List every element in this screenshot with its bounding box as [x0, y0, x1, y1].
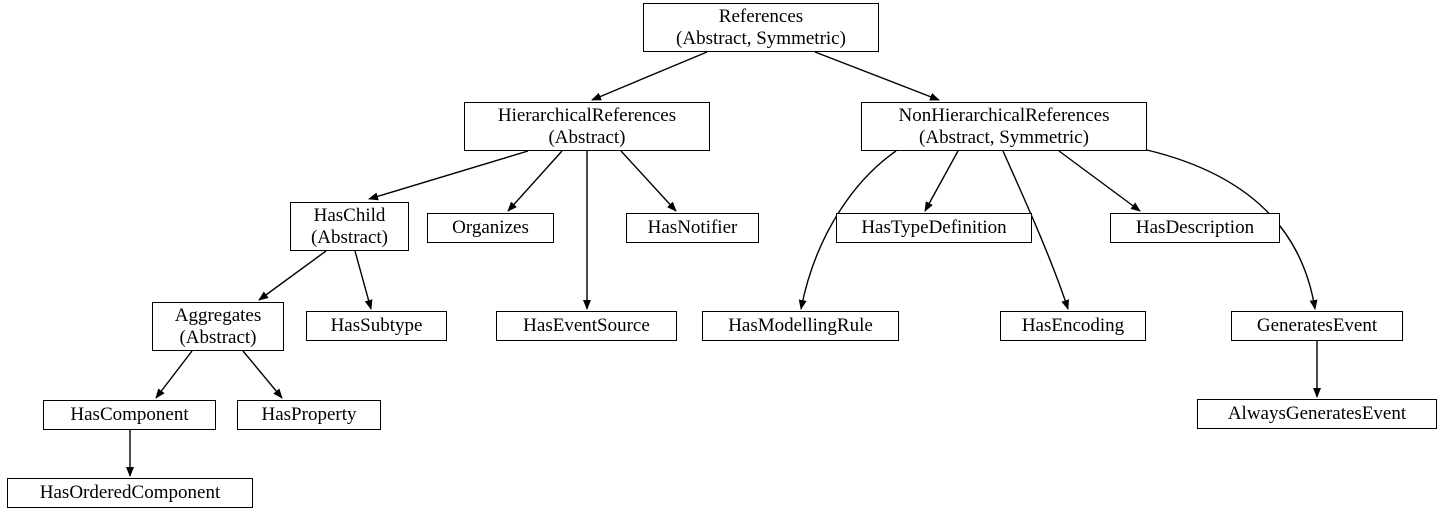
- node-hastypedefinition[interactable]: HasTypeDefinition: [836, 213, 1032, 243]
- edge-hierarchicalreferences-to-haschild: [368, 150, 529, 201]
- edge-hierarchicalreferences-to-hasnotifier: [620, 150, 677, 212]
- edge-haschild-to-aggregates: [258, 250, 327, 301]
- node-hasencoding[interactable]: HasEncoding: [1000, 311, 1146, 341]
- node-label: GeneratesEvent: [1256, 315, 1378, 336]
- node-label: AlwaysGeneratesEvent: [1227, 403, 1407, 424]
- edge-hierarchicalreferences-to-organizes: [507, 150, 563, 212]
- node-label: HasDescription: [1135, 217, 1255, 238]
- node-label: HasChild: [313, 204, 386, 226]
- node-label: HasProperty: [261, 404, 357, 425]
- edge-references-to-nonhierarchicalreferences: [814, 51, 940, 101]
- node-label: References: [718, 5, 804, 27]
- node-hasdescription[interactable]: HasDescription: [1110, 213, 1280, 243]
- node-hasmodellingrule[interactable]: HasModellingRule: [702, 311, 899, 341]
- node-label: HasSubtype: [330, 315, 423, 336]
- node-aggregates[interactable]: Aggregates(Abstract): [152, 302, 284, 351]
- node-hascomponent[interactable]: HasComponent: [43, 400, 216, 430]
- node-haschild[interactable]: HasChild(Abstract): [290, 202, 409, 251]
- node-sublabel: (Abstract, Symmetric): [919, 126, 1089, 148]
- node-label: HasEventSource: [523, 315, 650, 336]
- node-label: HasModellingRule: [728, 315, 873, 336]
- node-label: HasNotifier: [647, 217, 738, 238]
- node-alwaysgeneratesevent[interactable]: AlwaysGeneratesEvent: [1197, 399, 1437, 429]
- node-references[interactable]: References(Abstract, Symmetric): [643, 3, 879, 52]
- node-hasorderedcomponent[interactable]: HasOrderedComponent: [7, 478, 253, 508]
- node-label: HasEncoding: [1021, 315, 1125, 336]
- node-label: Aggregates: [174, 304, 262, 326]
- edge-nonhierarchicalreferences-to-hastypedefinition: [924, 150, 959, 212]
- node-label: HasTypeDefinition: [861, 217, 1007, 238]
- node-haseventsource[interactable]: HasEventSource: [496, 311, 677, 341]
- node-label: HasOrderedComponent: [39, 482, 221, 503]
- node-sublabel: (Abstract): [179, 326, 257, 348]
- edge-aggregates-to-hasproperty: [242, 350, 283, 399]
- edge-nonhierarchicalreferences-to-hasdescription: [1058, 150, 1141, 212]
- node-hierarchicalreferences[interactable]: HierarchicalReferences(Abstract): [464, 102, 710, 151]
- node-hassubtype[interactable]: HasSubtype: [306, 311, 447, 341]
- node-generatesevent[interactable]: GeneratesEvent: [1231, 311, 1403, 341]
- edge-references-to-hierarchicalreferences: [591, 51, 708, 101]
- edge-aggregates-to-hascomponent: [155, 350, 193, 399]
- edge-haschild-to-hassubtype: [354, 250, 373, 310]
- node-sublabel: (Abstract, Symmetric): [676, 27, 846, 49]
- node-sublabel: (Abstract): [310, 226, 389, 248]
- node-sublabel: (Abstract): [548, 126, 626, 148]
- node-nonhierarchicalreferences[interactable]: NonHierarchicalReferences(Abstract, Symm…: [861, 102, 1147, 151]
- node-organizes[interactable]: Organizes: [427, 213, 554, 243]
- node-hasproperty[interactable]: HasProperty: [237, 400, 381, 430]
- node-label: HasComponent: [70, 404, 189, 425]
- node-label: HierarchicalReferences: [497, 104, 677, 126]
- node-label: NonHierarchicalReferences: [898, 104, 1110, 126]
- node-hasnotifier[interactable]: HasNotifier: [626, 213, 759, 243]
- node-label: Organizes: [452, 217, 529, 238]
